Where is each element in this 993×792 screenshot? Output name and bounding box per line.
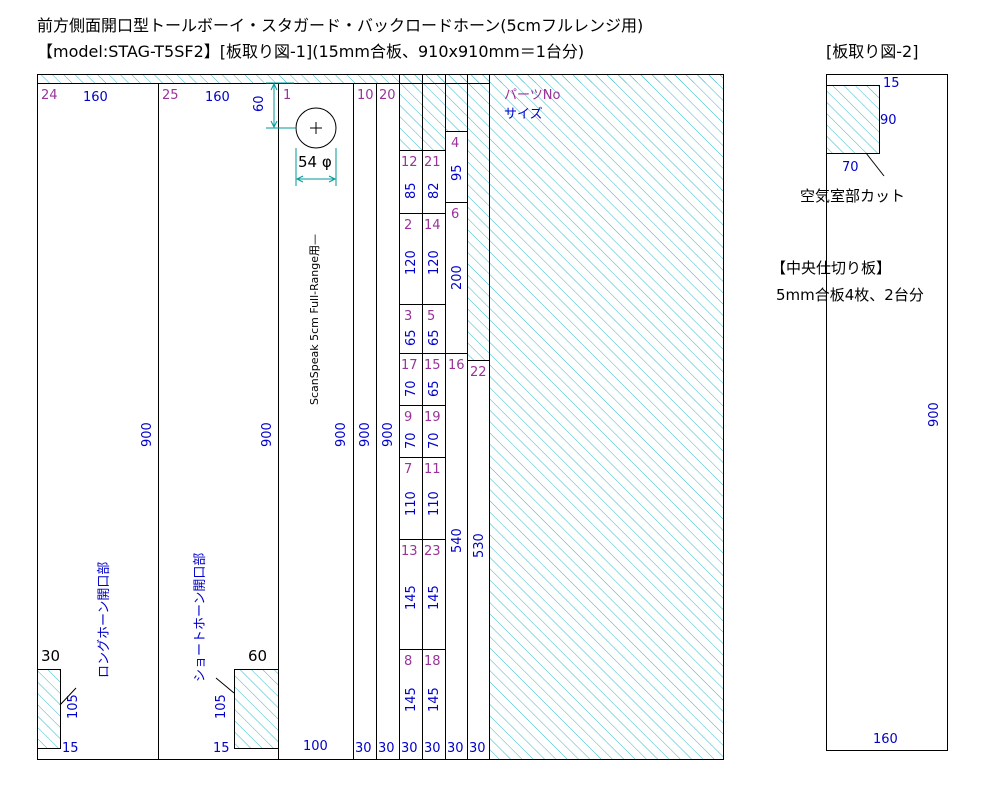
height-8: 145: [404, 687, 419, 712]
legend-size: サイズ: [504, 106, 543, 122]
height-9: 70: [404, 432, 419, 449]
dim-long-height: 105: [66, 694, 81, 719]
part-no-14: 14: [424, 218, 441, 233]
height-15: 65: [427, 380, 442, 397]
part-no-24: 24: [41, 88, 58, 103]
center-partition-spec: 5mm合板4枚、2台分: [776, 286, 924, 304]
waste-right-area: [489, 74, 723, 759]
part-no-16: 16: [448, 358, 465, 373]
height-18: 145: [427, 687, 442, 712]
dim-hole-diameter: 54 φ: [298, 153, 332, 171]
part-no-6: 6: [451, 207, 459, 222]
air-chamber-cut: [826, 85, 879, 153]
part-no-18: 18: [424, 654, 441, 669]
part-no-19: 19: [424, 410, 441, 425]
height-21: 82: [427, 182, 442, 199]
height-7: 110: [404, 491, 419, 516]
waste-col-d: [467, 74, 489, 360]
part-no-23: 23: [424, 544, 441, 559]
board-1-outline: [37, 74, 724, 760]
fig2-dim-15: 15: [883, 76, 900, 91]
board-2-outline: [826, 74, 948, 751]
short-horn-opening-label: ショートホーン開口部: [193, 553, 208, 682]
dim-short-height: 105: [214, 694, 229, 719]
part-no-8: 8: [404, 654, 412, 669]
part-no-9: 9: [404, 410, 412, 425]
dim-long-bottom: 15: [62, 741, 79, 756]
part-no-12: 12: [401, 155, 418, 170]
height-10: 900: [358, 422, 373, 447]
height-22: 530: [472, 533, 487, 558]
diagram-title: 前方側面開口型トールボーイ・スタガード・バックロードホーン(5cmフルレンジ用): [37, 16, 643, 35]
dim-short-bottom: 15: [213, 741, 230, 756]
part-no-4: 4: [451, 136, 459, 151]
part-no-20: 20: [379, 88, 396, 103]
diagram-subtitle: 【model:STAG-T5SF2】[板取り図-1](15mm合板、910x91…: [37, 42, 584, 61]
height-14: 120: [427, 250, 442, 275]
height-19: 70: [427, 432, 442, 449]
width-c4: 30: [469, 741, 486, 756]
part-no-1: 1: [283, 88, 291, 103]
fig2-width: 160: [873, 732, 898, 747]
height-4: 95: [450, 164, 465, 181]
part-no-21: 21: [424, 155, 441, 170]
width-25: 160: [205, 90, 230, 105]
height-1: 900: [334, 422, 349, 447]
height-24: 900: [140, 422, 155, 447]
part-no-17: 17: [401, 358, 418, 373]
part-no-10: 10: [357, 88, 374, 103]
height-23: 145: [427, 585, 442, 610]
height-6: 200: [450, 265, 465, 290]
height-3: 65: [404, 329, 419, 346]
part-no-11: 11: [424, 462, 441, 477]
dim-hole-offset: 60: [252, 95, 267, 112]
dim-long-width: 30: [41, 647, 60, 665]
width-20: 30: [378, 741, 395, 756]
fig2-dim-90: 90: [880, 113, 897, 128]
part-no-13: 13: [401, 544, 418, 559]
height-12: 85: [404, 182, 419, 199]
speaker-note: ScanSpeak 5cm Full-Range用—: [308, 234, 321, 405]
fig2-height: 900: [927, 402, 942, 427]
height-17: 70: [404, 380, 419, 397]
height-2: 120: [404, 250, 419, 275]
long-horn-opening-label: ロングホーン開口部: [97, 562, 112, 678]
height-16: 540: [450, 528, 465, 553]
part-no-15: 15: [424, 358, 441, 373]
opening-long: [37, 669, 60, 748]
opening-short: [234, 669, 278, 748]
part-no-3: 3: [404, 309, 412, 324]
legend-parts-no: パーツNo: [504, 88, 560, 103]
height-25: 900: [260, 422, 275, 447]
height-20: 900: [381, 422, 396, 447]
part-no-25: 25: [162, 88, 179, 103]
width-c1: 30: [401, 741, 418, 756]
height-13: 145: [404, 585, 419, 610]
air-chamber-cut-label: 空気室部カット: [800, 187, 905, 205]
fig2-title: [板取り図-2]: [826, 42, 918, 61]
width-10: 30: [355, 741, 372, 756]
waste-top-strip: [37, 74, 723, 83]
height-5: 65: [427, 329, 442, 346]
part-no-22: 22: [470, 365, 487, 380]
part-no-2: 2: [404, 218, 412, 233]
waste-col-c: [445, 74, 467, 131]
width-c2: 30: [424, 741, 441, 756]
width-1: 100: [303, 739, 328, 754]
dim-short-width: 60: [248, 647, 267, 665]
center-partition-label: 【中央仕切り板】: [771, 259, 891, 277]
width-24: 160: [83, 90, 108, 105]
width-c3: 30: [447, 741, 464, 756]
part-no-5: 5: [427, 309, 435, 324]
fig2-dim-70: 70: [842, 160, 859, 175]
height-11: 110: [427, 491, 442, 516]
part-no-7: 7: [404, 462, 412, 477]
